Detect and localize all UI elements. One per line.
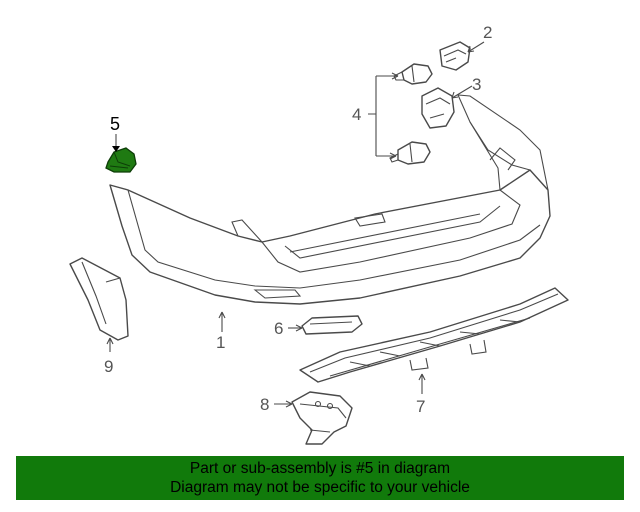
highlighted-part-5[interactable] [105,147,137,173]
callout-8: 8 [260,395,269,414]
callout-6: 6 [274,319,283,338]
bracket-part-8[interactable] [291,391,353,445]
callout-4: 4 [352,105,361,124]
parts-diagram: 1 2 3 4 5 6 7 8 9 [69,23,569,445]
reinforcement-part-7[interactable] [299,287,569,383]
callout-5: 5 [110,114,120,134]
callout-3: 3 [472,75,481,94]
banner-line-disclaimer: Diagram may not be specific to your vehi… [170,479,470,496]
bumper-cover-part-1[interactable] [109,94,551,305]
clip-part-2[interactable] [439,41,471,71]
side-extension-part-9[interactable] [69,257,129,341]
leader-lines [106,41,485,408]
callout-1: 1 [216,333,225,352]
fastener-part-4-lower[interactable] [389,141,431,165]
callout-2: 2 [483,23,492,42]
callout-7: 7 [416,397,425,416]
reflector-part-6[interactable] [301,315,363,335]
callout-9: 9 [104,357,113,376]
info-banner: Part or sub-assembly is #5 in diagram Di… [16,456,624,500]
banner-line-part-number: Part or sub-assembly is #5 in diagram [189,460,451,477]
clip-part-3[interactable] [421,87,455,129]
fastener-part-4-upper[interactable] [393,63,433,85]
